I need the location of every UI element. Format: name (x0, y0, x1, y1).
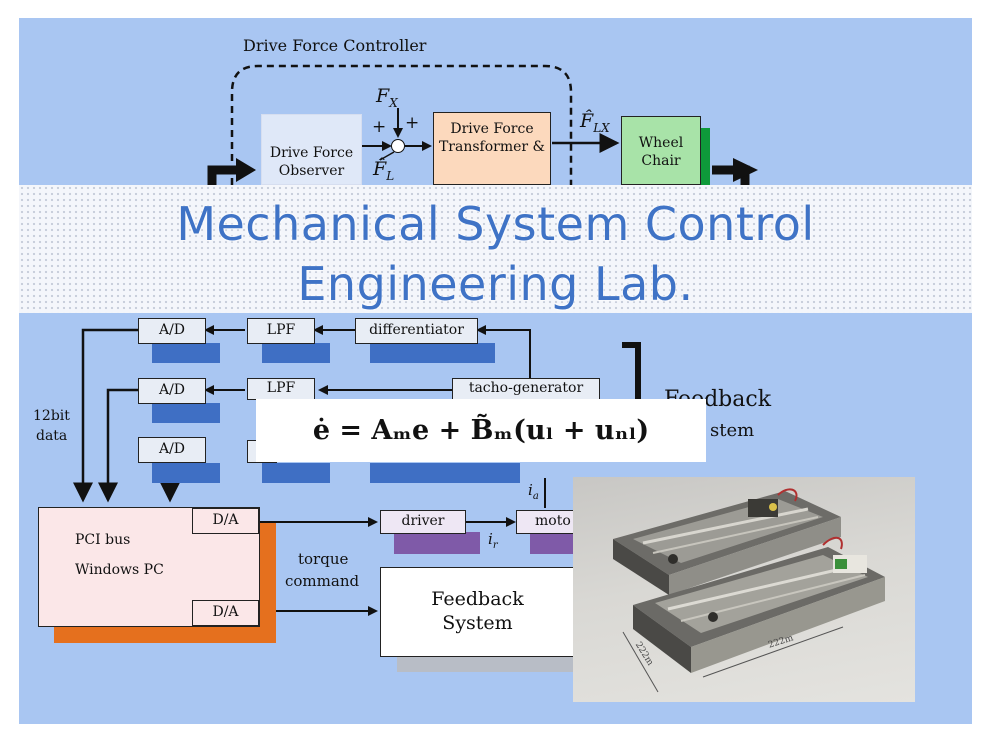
transformer-label: Drive Force Transformer & (438, 121, 546, 155)
observer-block: Drive Force Observer (261, 114, 362, 185)
controller-loop-line (230, 64, 573, 185)
ad-block-2: A/D (138, 378, 206, 404)
diff-shadow (370, 343, 495, 363)
lpf-shadow (262, 463, 330, 483)
ad-shadow (152, 403, 220, 423)
lab-title-line1: Mechanical System Control (176, 197, 815, 251)
da-block-2: D/A (192, 600, 259, 626)
pc-os-label: Windows PC (75, 561, 164, 578)
feedback-box-line1: Feedback (431, 588, 524, 611)
hardware-illustration (613, 488, 885, 693)
da-label: D/A (212, 604, 239, 621)
ir-symbol: i (488, 530, 493, 548)
flx-symbol: F̂ (580, 110, 594, 132)
lpf-shadow (262, 343, 330, 363)
bits-label-2: data (36, 428, 68, 444)
title-banner (19, 185, 972, 313)
summing-junction (391, 139, 405, 153)
plus-sign-left: + (372, 117, 387, 137)
ir-label: ir (488, 530, 498, 551)
ir-subscript: r (492, 540, 498, 551)
fl-symbol: F̂ (373, 158, 387, 180)
torque-label-2: command (285, 572, 360, 590)
controller-label: Drive Force Controller (243, 36, 427, 55)
transformer-block: Drive Force Transformer & (433, 112, 551, 185)
input-thick-arrow (207, 165, 236, 185)
flx-label: F̂LX (580, 110, 610, 135)
state-equation: ė = Aₘe + B̃ₘ(uₗ + uₙₗ) (256, 399, 706, 462)
differentiator-label: differentiator (369, 322, 464, 339)
fx-subscript: X (389, 95, 398, 110)
tacho-label: tacho-generator (468, 380, 584, 397)
driver-label: driver (401, 513, 445, 530)
bits-label-1: 12bit (33, 408, 70, 424)
ia-symbol: i (528, 481, 533, 499)
wheelchair-block: Wheel Chair (621, 116, 701, 185)
lab-title-line2: Engineering Lab. (297, 257, 694, 311)
wheelchair-label: Wheel Chair (638, 135, 684, 169)
driver-block: driver (380, 510, 466, 534)
hardware-photo: 222m 222m (573, 477, 915, 702)
plus-sign-top: + (405, 113, 420, 133)
feedback-side-label-2: stem (710, 420, 755, 441)
lpf-block-2: LPF (247, 378, 315, 400)
driver-shadow (394, 532, 480, 554)
torque-label-1: torque (298, 550, 349, 568)
tacho-shadow (370, 463, 520, 483)
ad-block-1: A/D (138, 318, 206, 344)
ad-block-3: A/D (138, 437, 206, 463)
lpf-label: LPF (266, 322, 296, 339)
motor-shadow (530, 532, 575, 554)
ad-label: A/D (158, 322, 186, 339)
fx-symbol: F (376, 85, 390, 107)
differentiator-block: differentiator (355, 318, 478, 344)
ad-shadow (152, 463, 220, 483)
lpf-label: LPF (266, 380, 296, 397)
ia-label: ia (528, 481, 539, 502)
feedback-box-line2: System (442, 612, 513, 634)
ad-label: A/D (158, 441, 186, 458)
ad-label: A/D (158, 382, 186, 399)
ia-subscript: a (532, 491, 539, 502)
observer-label: Drive Force Observer (269, 145, 354, 179)
motor-block: moto (516, 510, 576, 534)
da-block-1: D/A (192, 508, 259, 534)
tacho-block: tacho-generator (452, 378, 600, 400)
da-label: D/A (212, 512, 239, 529)
motor-label: moto (535, 513, 571, 530)
pc-bus-label: PCI bus (75, 532, 131, 548)
fl-label: F̂L (373, 158, 394, 183)
ad-shadow (152, 343, 220, 363)
flx-subscript: LX (593, 120, 610, 135)
fx-label: FX (376, 85, 398, 110)
fl-subscript: L (386, 168, 395, 183)
feedback-system-block: Feedback System (380, 567, 575, 657)
lpf-block-1: LPF (247, 318, 315, 344)
